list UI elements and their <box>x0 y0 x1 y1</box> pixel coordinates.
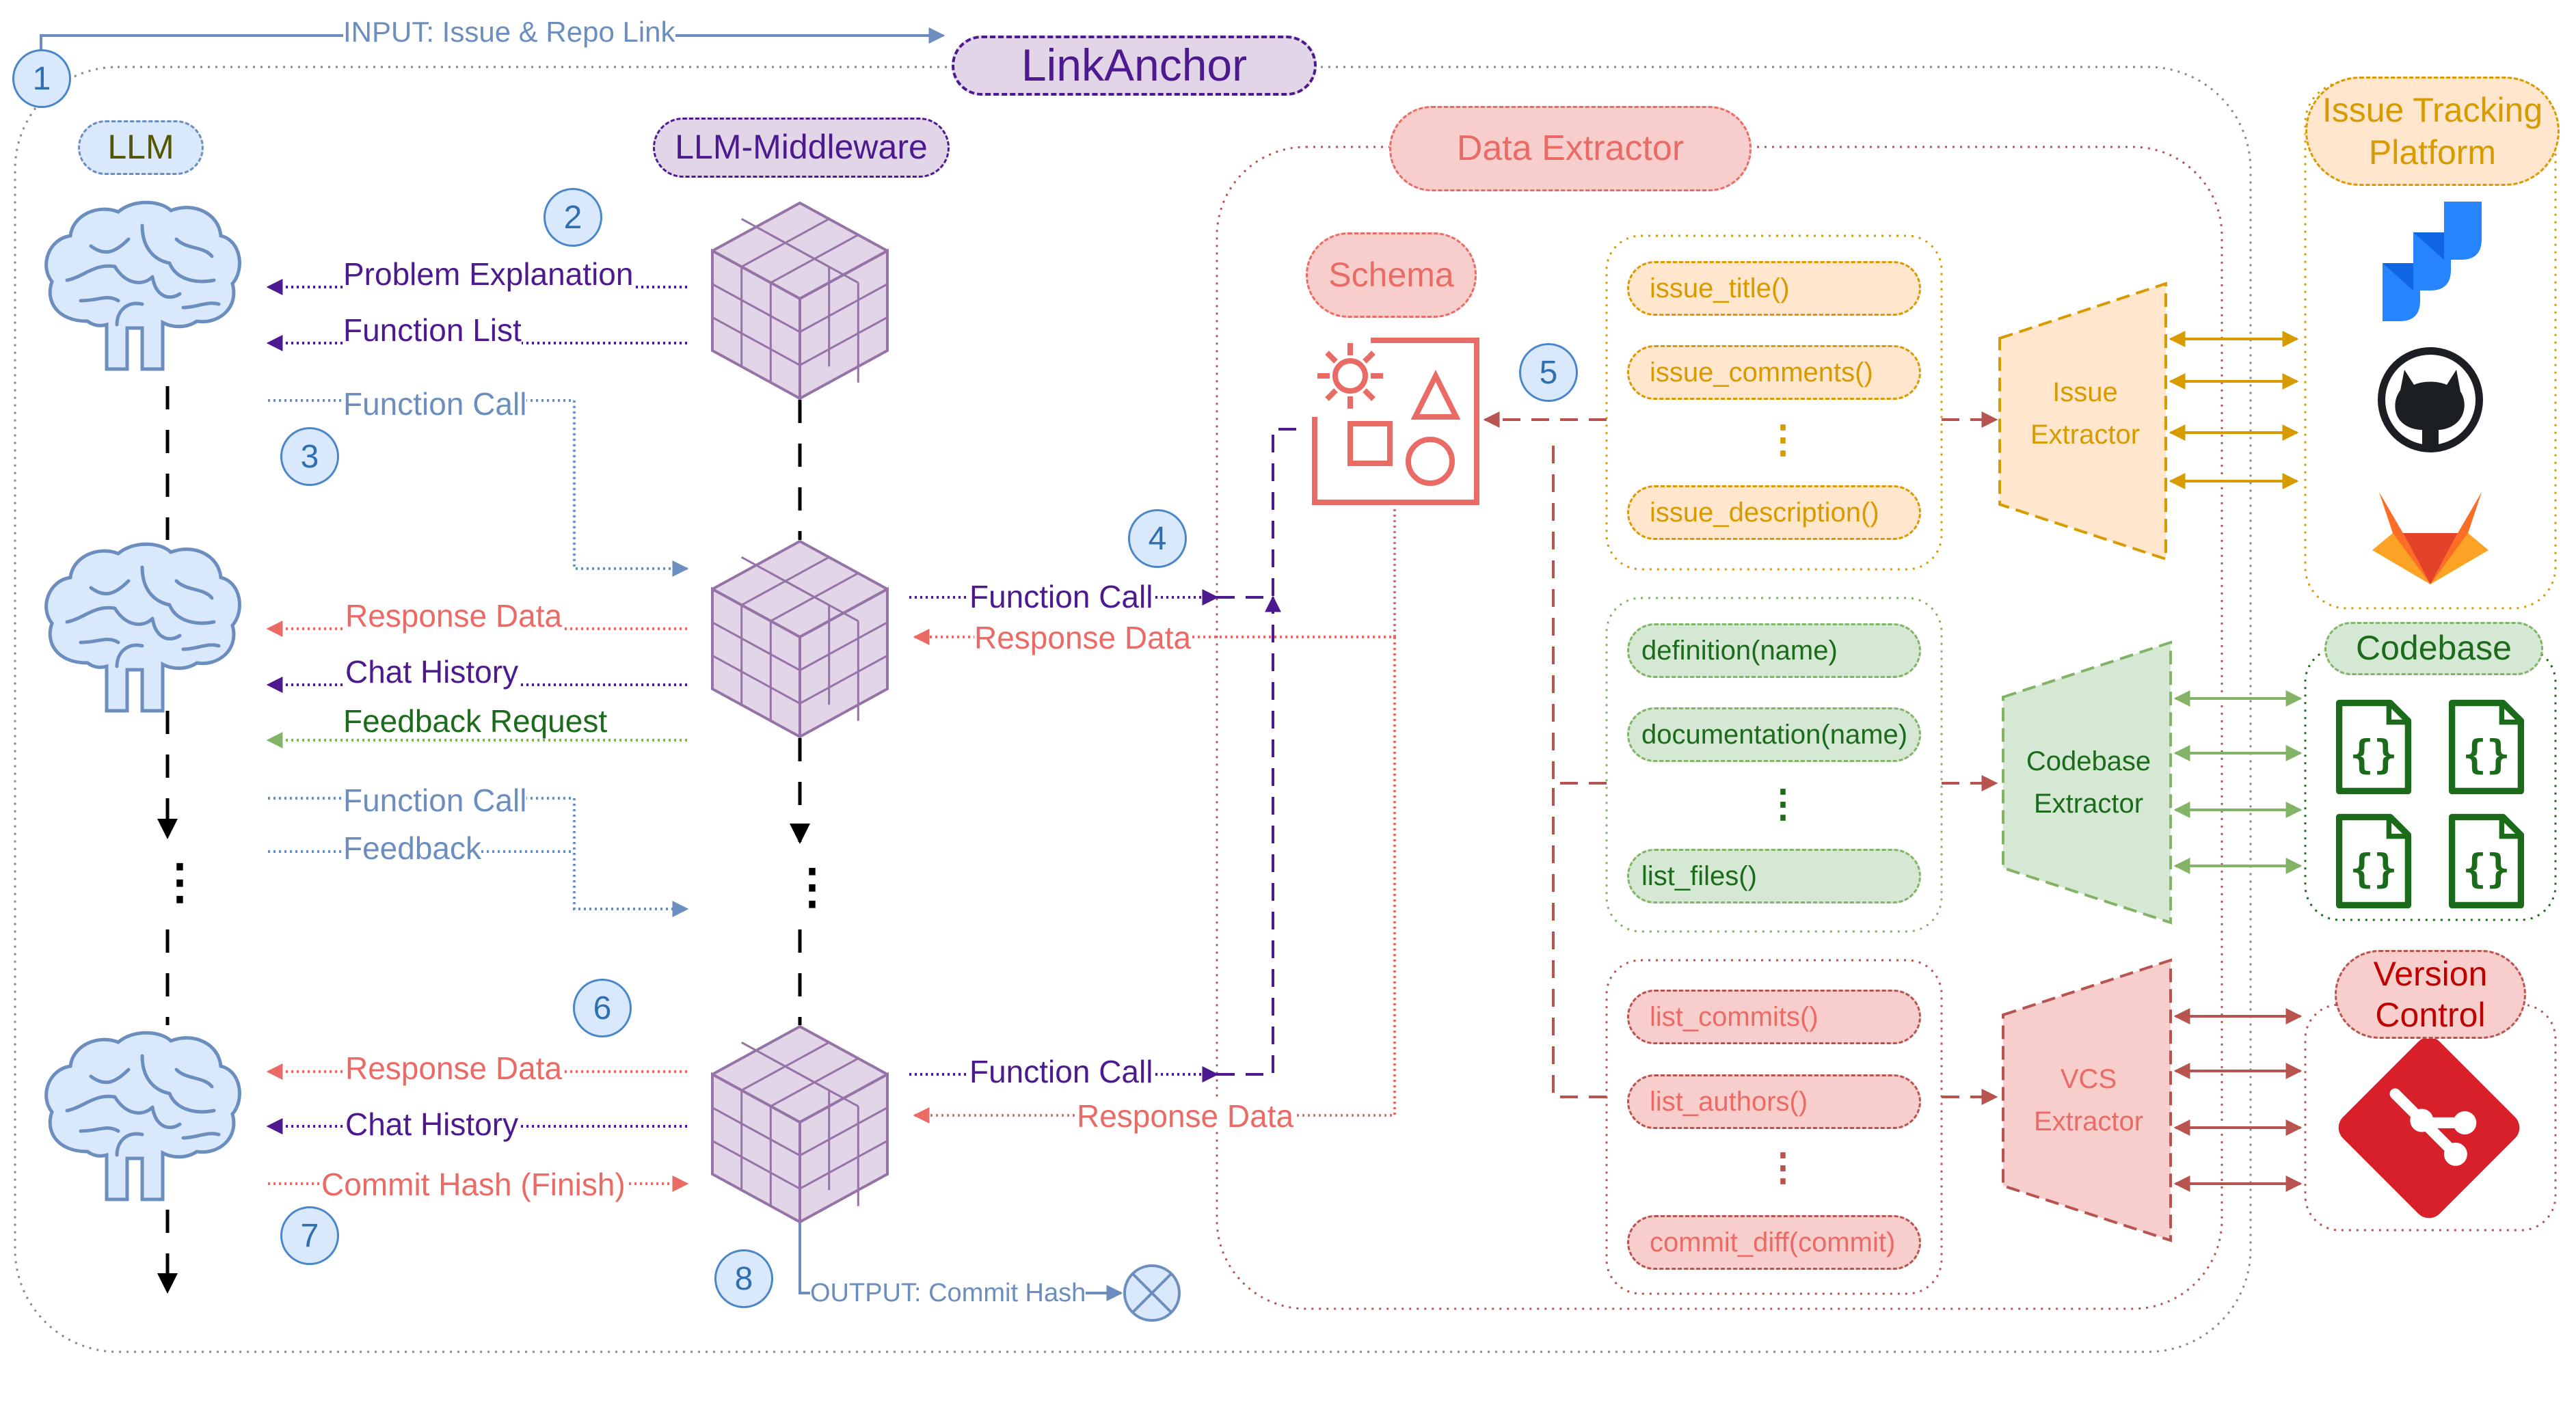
label-chat-history-3: Chat History <box>345 1106 519 1142</box>
linkanchor-title: LinkAnchor <box>952 36 1317 96</box>
step-2: 2 <box>544 188 602 247</box>
github-icon <box>2378 347 2483 452</box>
middleware-cube-icon-1 <box>711 202 889 400</box>
git-icon <box>2338 1037 2520 1219</box>
code-functions-group <box>1605 597 1943 933</box>
fn-list-authors: list_authors() <box>1627 1074 1921 1129</box>
label-feedback-request: Feedback Request <box>343 703 608 739</box>
issue-extractor-line-1: Issue <box>2052 377 2118 407</box>
llm-ellipsis: ⋮ <box>156 855 204 908</box>
step-3: 3 <box>280 427 339 486</box>
issue-extractor-label: Issue Extractor <box>2010 372 2160 454</box>
step-4: 4 <box>1128 509 1187 568</box>
step-6: 6 <box>573 979 632 1037</box>
vcs-functions-ellipsis: ⋮ <box>1764 1145 1802 1188</box>
vcs-extractor-label: VCS Extractor <box>2010 1059 2167 1141</box>
fn-list-files: list_files() <box>1627 849 1921 903</box>
version-control-line-2: Control <box>2375 996 2486 1034</box>
issue-functions-ellipsis: ⋮ <box>1764 418 1802 461</box>
input-label: INPUT: Issue & Repo Link <box>343 16 675 48</box>
issue-tracking-line-2: Platform <box>2368 133 2497 172</box>
codebase-header: Codebase <box>2324 622 2543 675</box>
issue-platform-links <box>2169 331 2299 489</box>
code-functions-ellipsis: ⋮ <box>1764 782 1802 825</box>
codebase-extractor-label: Codebase Extractor <box>2010 742 2167 824</box>
label-feedback: Feedback <box>343 830 482 866</box>
step-1: 1 <box>12 49 71 108</box>
issue-functions-group <box>1605 234 1943 571</box>
schema-label: Schema <box>1306 232 1477 318</box>
fn-issue-comments: issue_comments() <box>1627 345 1921 400</box>
label-function-list: Function List <box>343 312 522 348</box>
codebase-links <box>2173 690 2303 874</box>
llm-brain-icon-3 <box>46 1033 240 1199</box>
label-response-data-3: Response Data <box>345 1050 563 1086</box>
llm-brain-icon-2 <box>46 544 240 711</box>
vcs-extractor-shape <box>2002 958 2172 1242</box>
fn-issue-description: issue_description() <box>1627 485 1921 540</box>
fn-list-commits: list_commits() <box>1627 990 1921 1044</box>
step-7: 7 <box>280 1206 339 1265</box>
middleware-ellipsis: ⋮ <box>788 860 836 913</box>
arrow-function-call-1 <box>268 399 689 577</box>
label-response-data-2: Response Data <box>345 598 563 634</box>
codebase-extractor-line-1: Codebase <box>2026 746 2151 776</box>
schema-icon <box>1309 335 1479 505</box>
label-mw-function-call-3: Function Call <box>969 1054 1153 1089</box>
codebase-extractor-line-2: Extractor <box>2033 789 2144 819</box>
version-control-line-1: Version <box>2373 955 2488 993</box>
connector-vcs-to-schema <box>1552 783 1607 1098</box>
data-extractor-header: Data Extractor <box>1389 106 1752 191</box>
fn-definition: definition(name) <box>1627 623 1921 678</box>
label-problem-explanation: Problem Explanation <box>343 256 634 292</box>
issue-tracking-header: Issue Tracking Platform <box>2305 77 2560 186</box>
issue-extractor-line-2: Extractor <box>2030 420 2141 450</box>
label-mw-response-data-2: Response Data <box>974 620 1192 655</box>
arrow-mw-response-data-3 <box>913 637 1396 1124</box>
label-mw-function-call-2: Function Call <box>969 579 1153 614</box>
label-function-call-2: Function Call <box>343 783 527 818</box>
llm-header: LLM <box>78 120 204 175</box>
vcs-extractor-line-1: VCS <box>2060 1064 2117 1094</box>
fn-issue-title: issue_title() <box>1627 261 1921 316</box>
fn-documentation: documentation(name) <box>1627 707 1921 762</box>
label-commit-hash: Commit Hash (Finish) <box>321 1167 626 1202</box>
label-chat-history-2: Chat History <box>345 654 519 690</box>
output-label: OUTPUT: Commit Hash <box>810 1279 1086 1307</box>
jira-icon <box>2383 202 2482 321</box>
vcs-links <box>2173 1008 2303 1192</box>
arrow-to-schema <box>1217 428 1307 1076</box>
middleware-cube-icon-3 <box>711 1025 889 1223</box>
step-5: 5 <box>1519 343 1578 402</box>
codebase-extractor-shape <box>2002 640 2172 925</box>
llm-brain-icon-1 <box>46 202 240 369</box>
output-terminal-icon <box>1123 1264 1181 1322</box>
middleware-cube-icon-2 <box>711 540 889 738</box>
code-file-icons <box>2339 703 2521 906</box>
issue-tracking-line-1: Issue Tracking <box>2322 90 2543 129</box>
connector-code-to-schema <box>1552 441 1607 785</box>
vcs-extractor-line-2: Extractor <box>2033 1106 2144 1137</box>
vcs-functions-group <box>1605 959 1943 1295</box>
step-8: 8 <box>714 1249 773 1308</box>
gitlab-icon <box>2372 492 2488 584</box>
issue-extractor-shape <box>1998 282 2167 561</box>
version-control-header: Version Control <box>2335 950 2526 1039</box>
fn-commit-diff: commit_diff(commit) <box>1627 1215 1921 1270</box>
middleware-header: LLM-Middleware <box>653 118 950 178</box>
label-mw-response-data-3: Response Data <box>1077 1098 1294 1134</box>
label-function-call-1: Function Call <box>343 386 527 422</box>
